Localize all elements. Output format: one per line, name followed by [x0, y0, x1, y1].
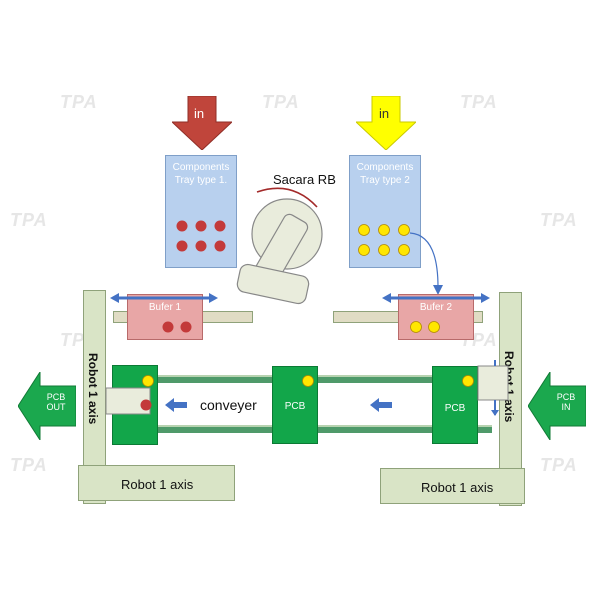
tray-2-components: [358, 224, 410, 256]
robot-axis-horizontal-right-label: Robot 1 axis: [421, 480, 494, 495]
robot-axis-horizontal-left: Robot 1 axis: [78, 465, 235, 501]
components-tray-2: Components Tray type 2: [349, 155, 421, 268]
buffer-1: Bufer 1: [127, 294, 203, 340]
watermark: TPA: [60, 92, 98, 112]
pcb-in-arrow: PCB IN: [527, 370, 587, 442]
pcb-label: PCB: [444, 403, 466, 414]
in-arrow-left-label: in: [194, 106, 205, 121]
watermark: TPA: [262, 92, 300, 112]
buffer-2-arrow: [382, 293, 490, 303]
watermark: TPA: [10, 210, 48, 230]
watermark: TPA: [460, 92, 498, 112]
in-arrow-left: in: [170, 95, 234, 151]
pcb-out-label: PCB OUT: [46, 392, 66, 412]
buffer-2: Bufer 2: [398, 294, 474, 340]
components-tray-1: Components Tray type 1.: [165, 155, 237, 268]
conveyer-label: conveyer: [200, 397, 257, 413]
pcb-label: PCB: [284, 401, 306, 412]
scara-robot-icon: [236, 187, 323, 305]
buffer-1-arrow: [110, 293, 218, 303]
watermark: TPA: [10, 455, 48, 475]
in-arrow-right-label: in: [379, 106, 390, 121]
robot-axis-horizontal-left-label: Robot 1 axis: [121, 477, 194, 492]
pcb-in-label: PCB IN: [556, 392, 576, 412]
buffer-1-label: Bufer 1: [148, 302, 182, 313]
robot-label: Sacara RB: [273, 172, 336, 187]
tray-2-title: Components Tray type 2: [356, 162, 414, 186]
robot-axis-horizontal-right: Robot 1 axis: [380, 468, 525, 504]
conveyer-arrow-left: [165, 398, 187, 412]
transfer-arrow: [409, 232, 443, 295]
buffer-2-label: Bufer 2: [419, 302, 453, 313]
watermark: TPA: [540, 210, 578, 230]
watermark: TPA: [540, 455, 578, 475]
robot-axis-vertical-left-label: Robot 1 axis: [86, 353, 100, 425]
pcb-components: [105, 360, 509, 416]
tray-1-title: Components Tray type 1.: [172, 162, 230, 186]
in-arrow-right: in: [354, 95, 418, 151]
tray-1-components: [176, 220, 226, 252]
conveyer-arrow-right: [370, 398, 392, 412]
pcb-out-arrow: PCB OUT: [17, 370, 77, 442]
